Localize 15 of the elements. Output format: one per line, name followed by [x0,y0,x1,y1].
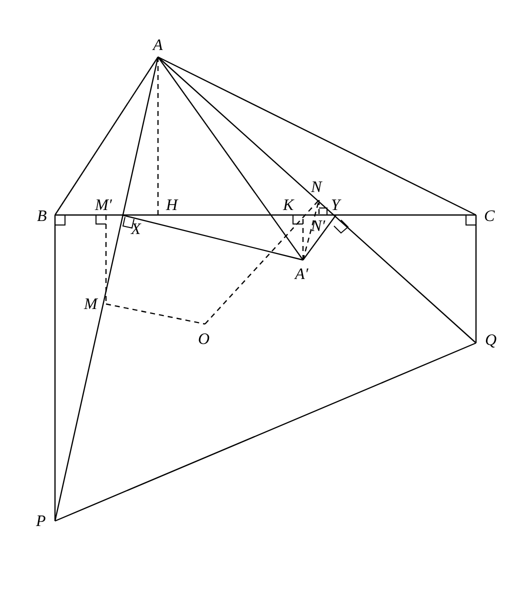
point-label: Q [485,333,497,349]
point-label: C [484,209,495,225]
point-label: N [311,180,322,196]
point-label: P [36,514,46,530]
point-label: O [198,332,210,348]
point-label: A′ [295,267,308,283]
point-label: M [84,297,98,313]
point-label: N′ [311,219,326,235]
point-label: A [153,38,163,54]
point-label: Y [331,198,340,214]
point-label: M′ [95,198,112,214]
point-label: X [131,222,141,238]
point-label: H [166,198,178,214]
point-label: B [37,209,47,225]
point-label: K [283,198,294,214]
